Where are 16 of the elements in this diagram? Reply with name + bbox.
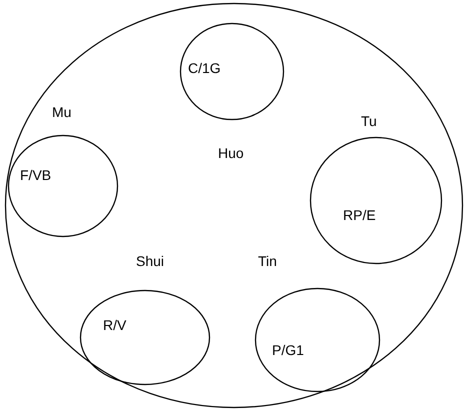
circle-node bbox=[310, 137, 442, 264]
node-label: R/V bbox=[103, 317, 126, 333]
circle-node bbox=[8, 135, 118, 237]
element-label: Shui bbox=[136, 253, 164, 269]
element-label: Tin bbox=[258, 253, 277, 269]
circle-node bbox=[180, 23, 284, 120]
outer-ellipse bbox=[5, 3, 463, 408]
element-label: Huo bbox=[218, 145, 244, 161]
circle-node bbox=[255, 288, 380, 392]
node-label: F/VB bbox=[20, 167, 52, 183]
element-label: Tu bbox=[361, 113, 377, 129]
node-label: RP/E bbox=[343, 207, 376, 223]
element-label: Mu bbox=[52, 104, 72, 120]
node-label: C/1G bbox=[188, 60, 221, 76]
circle-node bbox=[80, 290, 210, 385]
node-label: P/G1 bbox=[272, 342, 304, 358]
